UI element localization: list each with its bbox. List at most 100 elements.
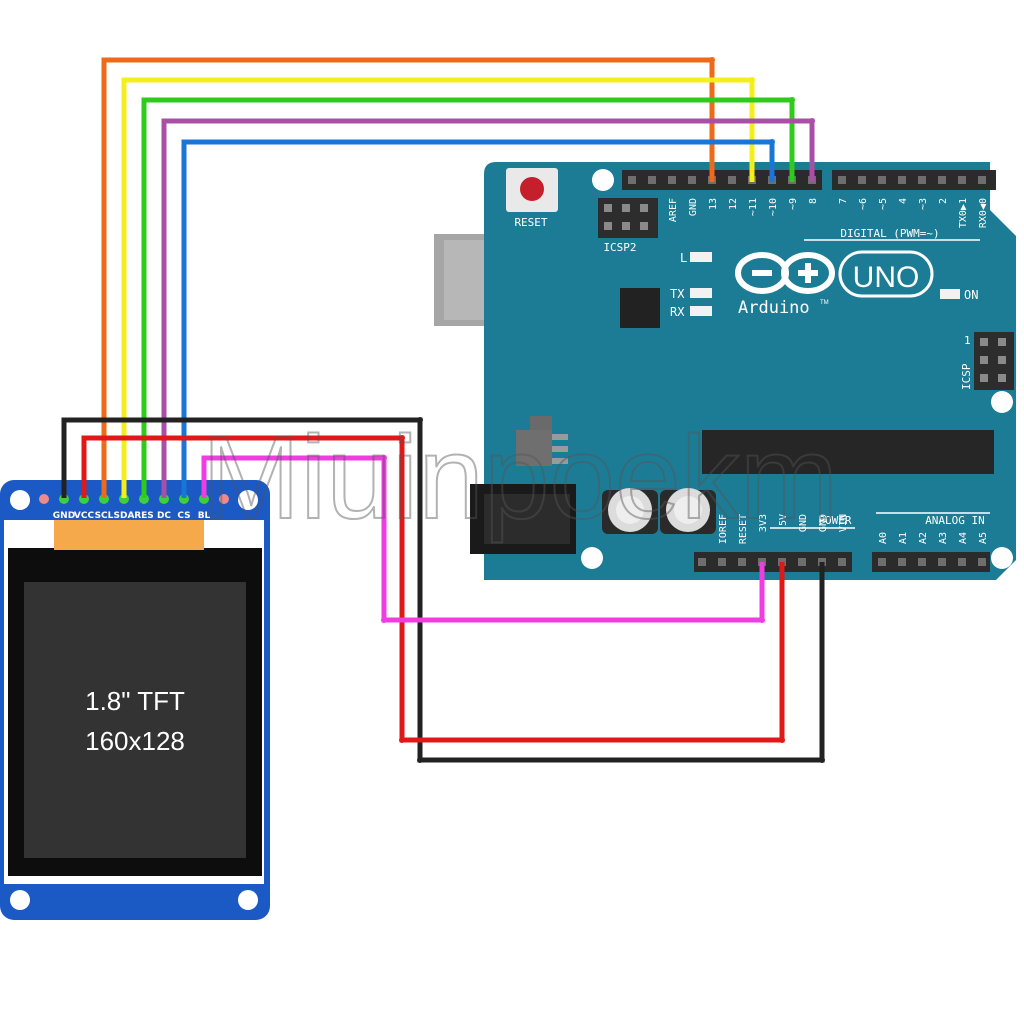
power-header — [694, 552, 852, 572]
wire-dc-to-d8 — [161, 118, 815, 498]
header-pin-hole — [878, 558, 886, 566]
digital-pin-label: ~9 — [788, 198, 799, 210]
header-pin-hole — [958, 176, 966, 184]
icsp-header — [974, 332, 1014, 390]
led-on — [940, 289, 960, 299]
digital-pin-label: ~5 — [878, 198, 889, 210]
led-tx — [690, 288, 712, 298]
wire-gnd-to-gnd — [61, 417, 825, 763]
led-tx-label: TX — [670, 287, 685, 301]
analog-header — [872, 552, 990, 572]
digital-pin-label: GND — [688, 198, 699, 216]
trademark-mark: TM — [820, 300, 829, 306]
header-pin-hole — [858, 176, 866, 184]
header-pin-hole — [668, 176, 676, 184]
power-pin-label: 3V3 — [758, 514, 769, 532]
led-rx-label: RX — [670, 305, 685, 319]
wire-res-to-d9 — [141, 97, 795, 498]
header-pin-hole — [898, 176, 906, 184]
tft-pin-label: SCL — [95, 511, 114, 521]
tft-pin-label: RES — [134, 511, 154, 521]
led-l-label: L — [680, 251, 687, 265]
header-pin-hole — [628, 176, 636, 184]
header-pin-hole — [938, 558, 946, 566]
tft-pin-label: CS — [177, 511, 190, 521]
digital-pin-label: ~11 — [748, 198, 759, 216]
power-pin-label: GND — [798, 514, 809, 532]
bottom-pin-holes — [698, 558, 986, 566]
icsp-pin1-label: 1 — [964, 334, 971, 347]
header-pin-hole — [688, 176, 696, 184]
digital-pin-label: RX0◀0 — [978, 198, 989, 228]
voltage-regulator — [516, 416, 568, 466]
tft-pin-label: SDA — [114, 511, 135, 521]
analog-pin-label: A1 — [898, 532, 909, 544]
digital-pin-label: 2 — [938, 198, 949, 204]
tft-flex-cable — [54, 520, 204, 550]
tft-pin-label: DC — [157, 511, 171, 521]
uno-label: UNO — [853, 261, 920, 294]
wires — [61, 57, 825, 763]
header-pin-hole — [918, 558, 926, 566]
analog-pin-label: A3 — [938, 532, 949, 544]
analog-pin-label: A4 — [958, 532, 969, 544]
digital-pin-label: ~10 — [768, 198, 779, 216]
header-pin-hole — [738, 558, 746, 566]
capacitors — [602, 488, 716, 534]
digital-pin-label: TX0▶1 — [958, 198, 969, 228]
power-pin-label: RESET — [738, 514, 749, 544]
led-rx — [690, 306, 712, 316]
power-pin-label: 5V — [778, 514, 789, 526]
header-pin-hole — [798, 558, 806, 566]
header-pin-hole — [728, 176, 736, 184]
tft-pin-pad — [219, 494, 229, 504]
header-pin-hole — [978, 176, 986, 184]
header-pin-hole — [698, 558, 706, 566]
digital-pin-label: ~3 — [918, 198, 929, 210]
wire-cs-to-d10 — [181, 139, 775, 498]
tft-pin-label: BL — [198, 511, 211, 521]
led-on-label: ON — [964, 288, 978, 302]
reset-label: RESET — [514, 216, 547, 229]
icsp2-label: ICSP2 — [603, 241, 636, 254]
digital-pin-label: 7 — [838, 198, 849, 204]
analog-pin-label: A5 — [978, 532, 989, 544]
header-pin-hole — [718, 558, 726, 566]
arduino-logo — [735, 252, 835, 294]
wire-vcc-to-5v — [81, 435, 785, 743]
header-pin-hole — [978, 558, 986, 566]
header-pin-hole — [838, 176, 846, 184]
atmega-chip — [702, 430, 994, 474]
digital-pin-label: 13 — [708, 198, 719, 210]
board-pcb — [484, 162, 1016, 580]
wire-bl-to-3v3 — [201, 455, 765, 623]
uno-badge — [838, 250, 934, 298]
digital-pin-label: 12 — [728, 198, 739, 210]
header-pin-hole — [838, 558, 846, 566]
icsp2-header — [598, 198, 658, 238]
wire-sda-to-d11 — [121, 77, 755, 498]
tft-resolution-label: 160x128 — [85, 726, 185, 756]
header-pin-hole — [648, 176, 656, 184]
header-pin-hole — [938, 176, 946, 184]
digital-pin-label: AREF — [668, 198, 679, 222]
header-pin-hole — [958, 558, 966, 566]
led-l — [690, 252, 712, 262]
header-pin-hole — [878, 176, 886, 184]
digital-label: DIGITAL (PWM=~) — [840, 227, 939, 240]
power-label: POWER — [818, 514, 851, 527]
digital-pin-label: 4 — [898, 198, 909, 204]
arduino-logo-text: Arduino — [738, 298, 810, 318]
tft-display-area — [24, 582, 246, 858]
header-pin-hole — [898, 558, 906, 566]
watermark: Miuinpoekm — [202, 412, 838, 544]
usb-chip — [620, 288, 660, 328]
analog-label: ANALOG IN — [925, 514, 985, 527]
power-pin-label: VIN — [838, 514, 849, 532]
analog-pin-label: A2 — [918, 532, 929, 544]
tft-size-label: 1.8" TFT — [85, 686, 185, 716]
